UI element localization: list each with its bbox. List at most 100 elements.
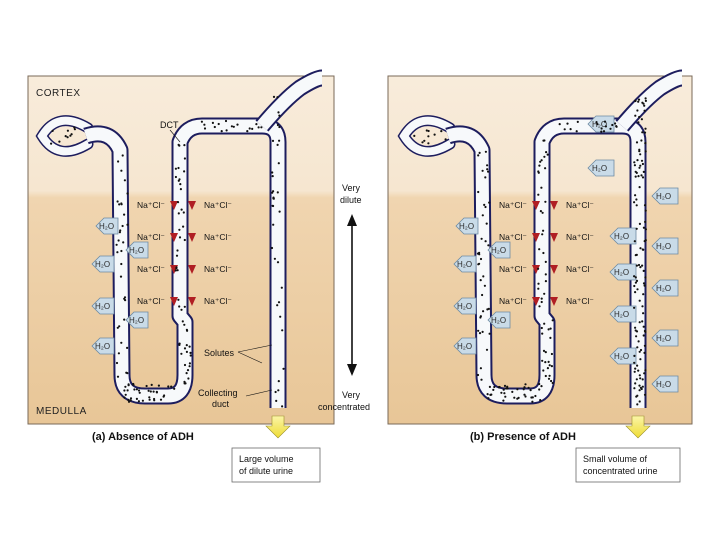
solute-dot <box>500 391 503 394</box>
solute-dot <box>182 211 185 214</box>
solute-dot <box>132 382 135 386</box>
solute-dot <box>633 361 636 364</box>
solute-dot <box>547 328 550 331</box>
solute-dot <box>493 385 496 389</box>
solute-dot <box>481 169 484 172</box>
solute-dot <box>633 201 636 204</box>
svg-text:H₂O: H₂O <box>614 268 629 277</box>
solute-dot <box>479 367 482 370</box>
solute-dot <box>634 194 637 197</box>
solute-dot <box>260 126 263 129</box>
solute-dot <box>575 130 578 133</box>
solute-dot <box>148 398 151 401</box>
solute-dot <box>543 155 546 158</box>
solute-dot <box>270 246 274 250</box>
solute-dot <box>129 397 133 400</box>
solute-dot <box>213 125 216 129</box>
urine-a-line1: Large volume <box>239 454 294 464</box>
solute-dot <box>279 315 282 318</box>
solute-dot <box>636 364 639 367</box>
solute-dot <box>635 227 638 230</box>
solute-dot <box>636 288 639 291</box>
solute-dot <box>257 126 260 129</box>
solute-dot <box>251 127 254 130</box>
solute-dot <box>636 403 639 406</box>
water-droplet: H₂O <box>609 305 637 323</box>
solute-dot <box>642 312 645 315</box>
solute-dot <box>203 123 206 126</box>
solute-dot <box>220 130 223 133</box>
solute-dot <box>543 322 546 325</box>
pump-row-3 <box>532 265 558 274</box>
solute-dot <box>123 213 126 216</box>
collecting-duct-label: Collecting <box>198 388 238 398</box>
svg-text:H₂O: H₂O <box>592 164 607 173</box>
urine-a-line2: of dilute urine <box>239 466 293 476</box>
solute-dot <box>550 352 554 356</box>
solute-dot <box>127 398 130 401</box>
solute-dot <box>177 166 180 170</box>
very-concentrated-label-1: Very <box>342 390 361 400</box>
very-dilute-label-1: Very <box>342 183 361 193</box>
solute-dot <box>544 260 547 263</box>
very-dilute-label-2: dilute <box>340 195 362 205</box>
solute-dot <box>638 389 641 392</box>
solute-dot <box>640 139 643 142</box>
solute-dot <box>276 191 279 194</box>
water-droplet: H₂O <box>587 115 615 133</box>
solute-dot <box>483 203 486 206</box>
solute-dot <box>186 329 189 332</box>
collecting-duct-label: duct <box>212 399 230 409</box>
solute-dot <box>642 170 645 173</box>
solute-dot <box>118 203 121 206</box>
solute-dot <box>505 387 508 390</box>
solute-dot <box>276 304 279 307</box>
solute-dot <box>200 120 203 123</box>
water-droplet: H₂O <box>651 237 679 255</box>
solute-dot <box>173 387 176 390</box>
solute-dot <box>484 150 487 153</box>
solute-dot <box>549 327 552 330</box>
solute-dot <box>523 386 526 389</box>
water-droplet: H₂O <box>651 375 679 393</box>
solute-dot <box>641 385 644 388</box>
solute-dot <box>123 318 126 321</box>
solute-dot <box>558 123 561 126</box>
solute-dot <box>203 127 207 130</box>
svg-text:H₂O: H₂O <box>129 316 144 325</box>
solute-dot <box>635 335 638 338</box>
svg-text:H₂O: H₂O <box>95 302 110 311</box>
solute-dot <box>542 139 545 142</box>
svg-text:H₂O: H₂O <box>592 120 607 129</box>
solute-dot <box>413 134 416 137</box>
solute-dot <box>639 164 642 167</box>
solute-dot <box>538 382 541 386</box>
solute-dot <box>640 159 644 162</box>
solute-dot <box>275 399 278 402</box>
solute-dot <box>642 325 645 328</box>
solute-dot <box>427 129 430 133</box>
solute-dot <box>167 385 170 388</box>
solute-dot <box>174 167 177 170</box>
solute-dot <box>183 382 186 385</box>
solute-dot <box>148 396 151 399</box>
solute-dot <box>176 249 179 252</box>
solute-dot <box>634 291 637 294</box>
water-droplet: H₂O <box>609 263 637 281</box>
solute-dot <box>64 135 67 138</box>
solute-dot <box>163 394 166 397</box>
solute-dot <box>633 306 636 309</box>
solute-dot <box>180 308 183 311</box>
solute-dot <box>639 266 642 269</box>
solute-dot <box>641 176 645 179</box>
solute-dot <box>544 273 547 276</box>
solute-dot <box>548 374 551 377</box>
solute-dot <box>643 204 647 207</box>
solute-dot <box>70 133 73 136</box>
solute-dot <box>51 129 54 132</box>
nacl-label: Na⁺Cl⁻ <box>499 264 527 274</box>
solute-dot <box>639 358 642 361</box>
solute-dot <box>115 243 118 246</box>
solute-dot <box>635 279 639 282</box>
